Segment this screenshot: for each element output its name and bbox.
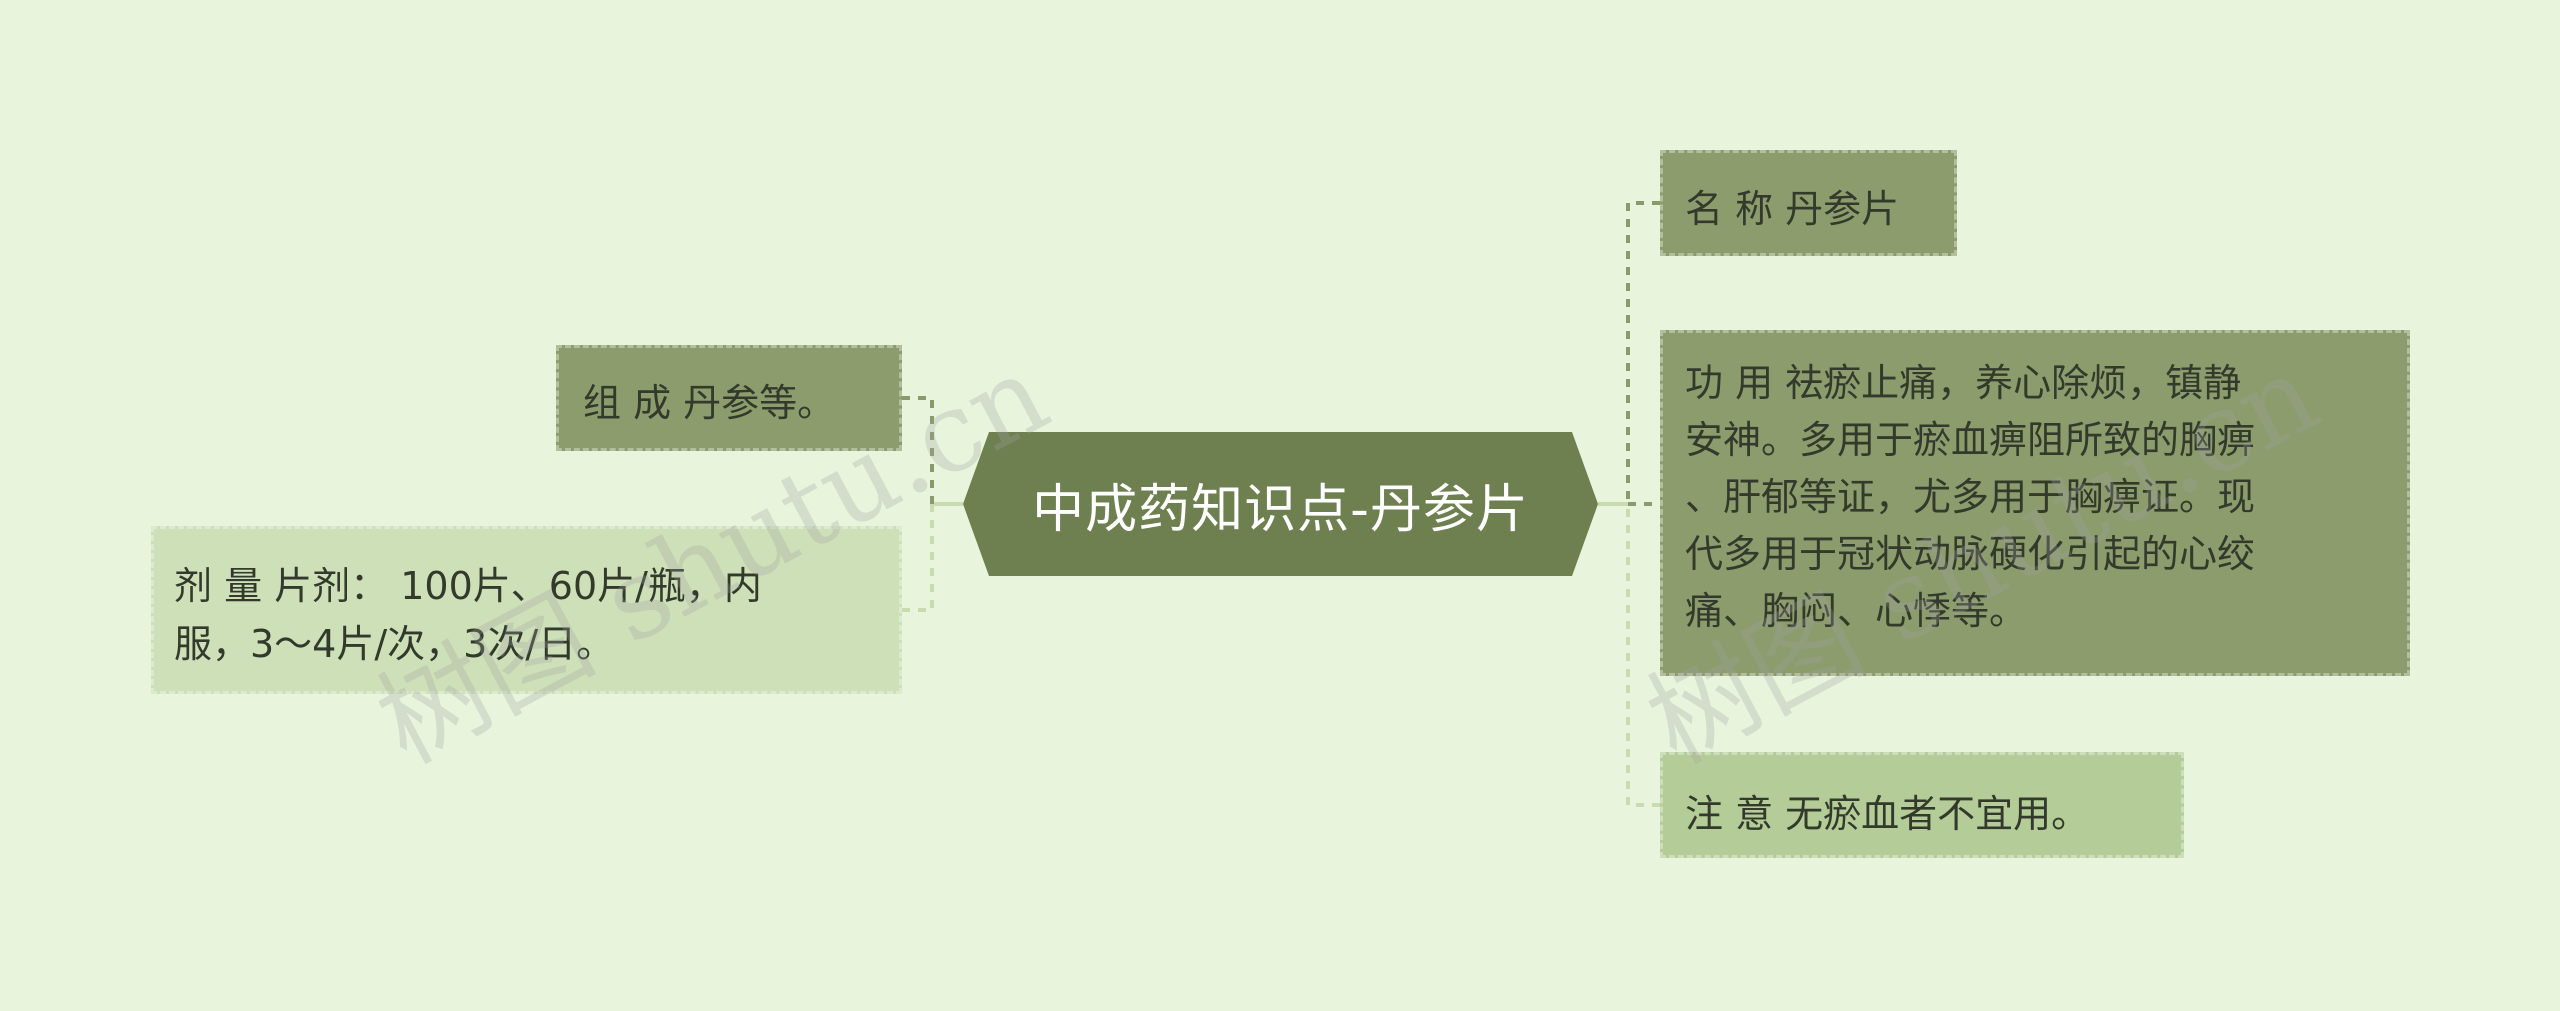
node-function-line: 、肝郁等证，尤多用于胸痹证。现 — [1685, 475, 2256, 519]
node-composition-text: 组 成 丹参等。 — [583, 381, 836, 425]
node-function-line: 代多用于冠状动脉硬化引起的心绞 — [1685, 532, 2256, 576]
node-dosage-line: 剂 量 片剂： 100片、60片/瓶，内 — [174, 564, 762, 608]
node-function-line: 痛、胸闷、心悸等。 — [1685, 589, 2028, 633]
connector-name — [1626, 201, 1660, 504]
connector-composition — [902, 396, 934, 504]
node-dosage-line: 服，3～4片/次，3次/日。 — [174, 622, 615, 666]
node-name-text: 名 称 丹参片 — [1685, 187, 1900, 231]
node-name[interactable]: 名 称 丹参片 — [1660, 150, 1957, 256]
central-topic[interactable]: 中成药知识点-丹参片 — [963, 432, 1598, 576]
node-function-line: 功 用 祛瘀止痛，养心除烦，镇静 — [1685, 361, 2242, 405]
node-dosage[interactable]: 剂 量 片剂： 100片、60片/瓶，内 服，3～4片/次，3次/日。 — [151, 526, 902, 694]
connector-dosage — [902, 504, 934, 612]
node-function[interactable]: 功 用 祛瘀止痛，养心除烦，镇静 安神。多用于瘀血痹阻所致的胸痹 、肝郁等证，尤… — [1660, 330, 2410, 676]
central-topic-label: 中成药知识点-丹参片 — [1032, 479, 1529, 540]
node-composition[interactable]: 组 成 丹参等。 — [556, 345, 902, 451]
node-caution-text: 注 意 无瘀血者不宜用。 — [1685, 792, 2090, 836]
connector-caution — [1626, 504, 1660, 807]
node-caution[interactable]: 注 意 无瘀血者不宜用。 — [1660, 752, 2184, 858]
node-function-line: 安神。多用于瘀血痹阻所致的胸痹 — [1685, 418, 2256, 462]
